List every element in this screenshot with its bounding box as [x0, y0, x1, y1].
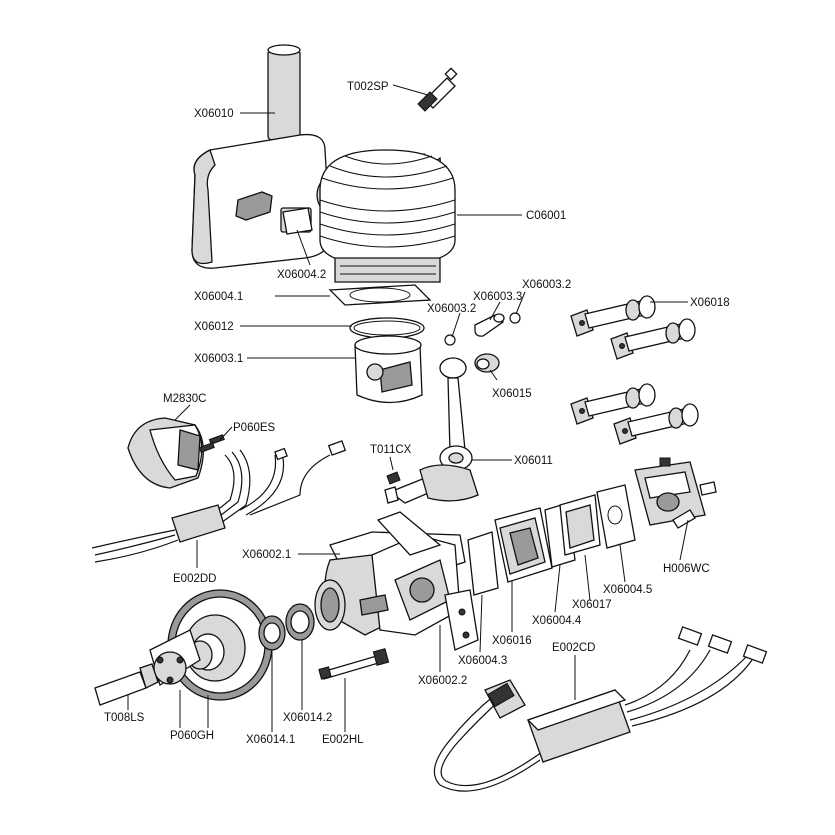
engine-mount [570, 295, 656, 337]
muffler-gasket [282, 207, 313, 235]
ignition-module [127, 417, 204, 489]
leader-lines [127, 84, 689, 732]
label-X06004-5: X06004.5 [603, 584, 652, 596]
carburetor [634, 457, 717, 529]
reed-spacer [559, 494, 601, 556]
crankcase [314, 511, 479, 651]
label-X06016: X06016 [492, 635, 532, 647]
cdi-unit [433, 626, 768, 792]
label-X06002-2: X06002.2 [418, 675, 467, 687]
engine-mount [613, 403, 699, 445]
label-X06002-1: X06002.1 [242, 549, 291, 561]
cylinder [316, 149, 456, 283]
ignition-wire-harness [91, 440, 347, 563]
wire-clip-right [509, 312, 521, 324]
label-E002HL: E002HL [322, 734, 364, 746]
part-labels: X06010 T002SP C06001 X06004.2 X06004.1 X… [104, 81, 730, 746]
label-X06015: X06015 [492, 388, 532, 400]
locking-shaft [94, 663, 159, 706]
label-X06014-1: X06014.1 [246, 734, 295, 746]
label-X06004-1: X06004.1 [194, 291, 243, 303]
label-X06017: X06017 [572, 599, 612, 611]
engine-mount [610, 318, 696, 360]
label-X06003-2-left: X06003.2 [427, 303, 476, 315]
flywheel-gear [167, 589, 273, 701]
wire-clip-left [444, 334, 456, 346]
reed-block [494, 507, 553, 583]
drive-hub [149, 629, 201, 687]
label-P060ES: P060ES [233, 422, 276, 434]
label-X06004-2: X06004.2 [277, 269, 326, 281]
ignition-screws [198, 434, 225, 453]
label-X06004-4: X06004.4 [532, 615, 582, 627]
muffler [191, 44, 331, 269]
label-T002SP: T002SP [347, 81, 389, 93]
label-X06003-3: X06003.3 [473, 291, 522, 303]
label-X06012: X06012 [194, 321, 234, 333]
label-X06011: X06011 [514, 455, 553, 467]
woodruff-key [386, 471, 401, 485]
piston [354, 335, 423, 404]
label-X06004-3: X06004.3 [458, 655, 507, 667]
carb-gasket [596, 484, 636, 549]
label-X06010: X06010 [194, 108, 234, 120]
engine-mount [570, 383, 656, 425]
label-T008LS: T008LS [104, 712, 145, 724]
spark-plug [417, 67, 458, 112]
label-X06003-2-right: X06003.2 [522, 279, 571, 291]
label-P060GH: P060GH [170, 730, 214, 742]
connecting-rod [439, 357, 473, 471]
label-E002DD: E002DD [173, 573, 216, 585]
engine-mounts [570, 295, 699, 445]
hall-sensor [318, 648, 390, 680]
label-E002CD: E002CD [552, 642, 595, 654]
label-X06014-2: X06014.2 [283, 712, 332, 724]
label-M2830C: M2830C [163, 393, 206, 405]
label-H006WC: H006WC [663, 563, 710, 575]
bearing-inner [285, 603, 315, 641]
crankcase-reed-gasket [467, 531, 499, 596]
label-C06001: C06001 [526, 210, 566, 222]
label-T011CX: T011CX [370, 444, 412, 456]
label-X06018: X06018 [690, 297, 730, 309]
cylinder-base-gasket [328, 284, 432, 306]
needle-bearing [474, 353, 500, 373]
crankshaft [384, 464, 479, 504]
label-X06003-1: X06003.1 [194, 353, 243, 365]
bearing-outer [258, 615, 286, 651]
